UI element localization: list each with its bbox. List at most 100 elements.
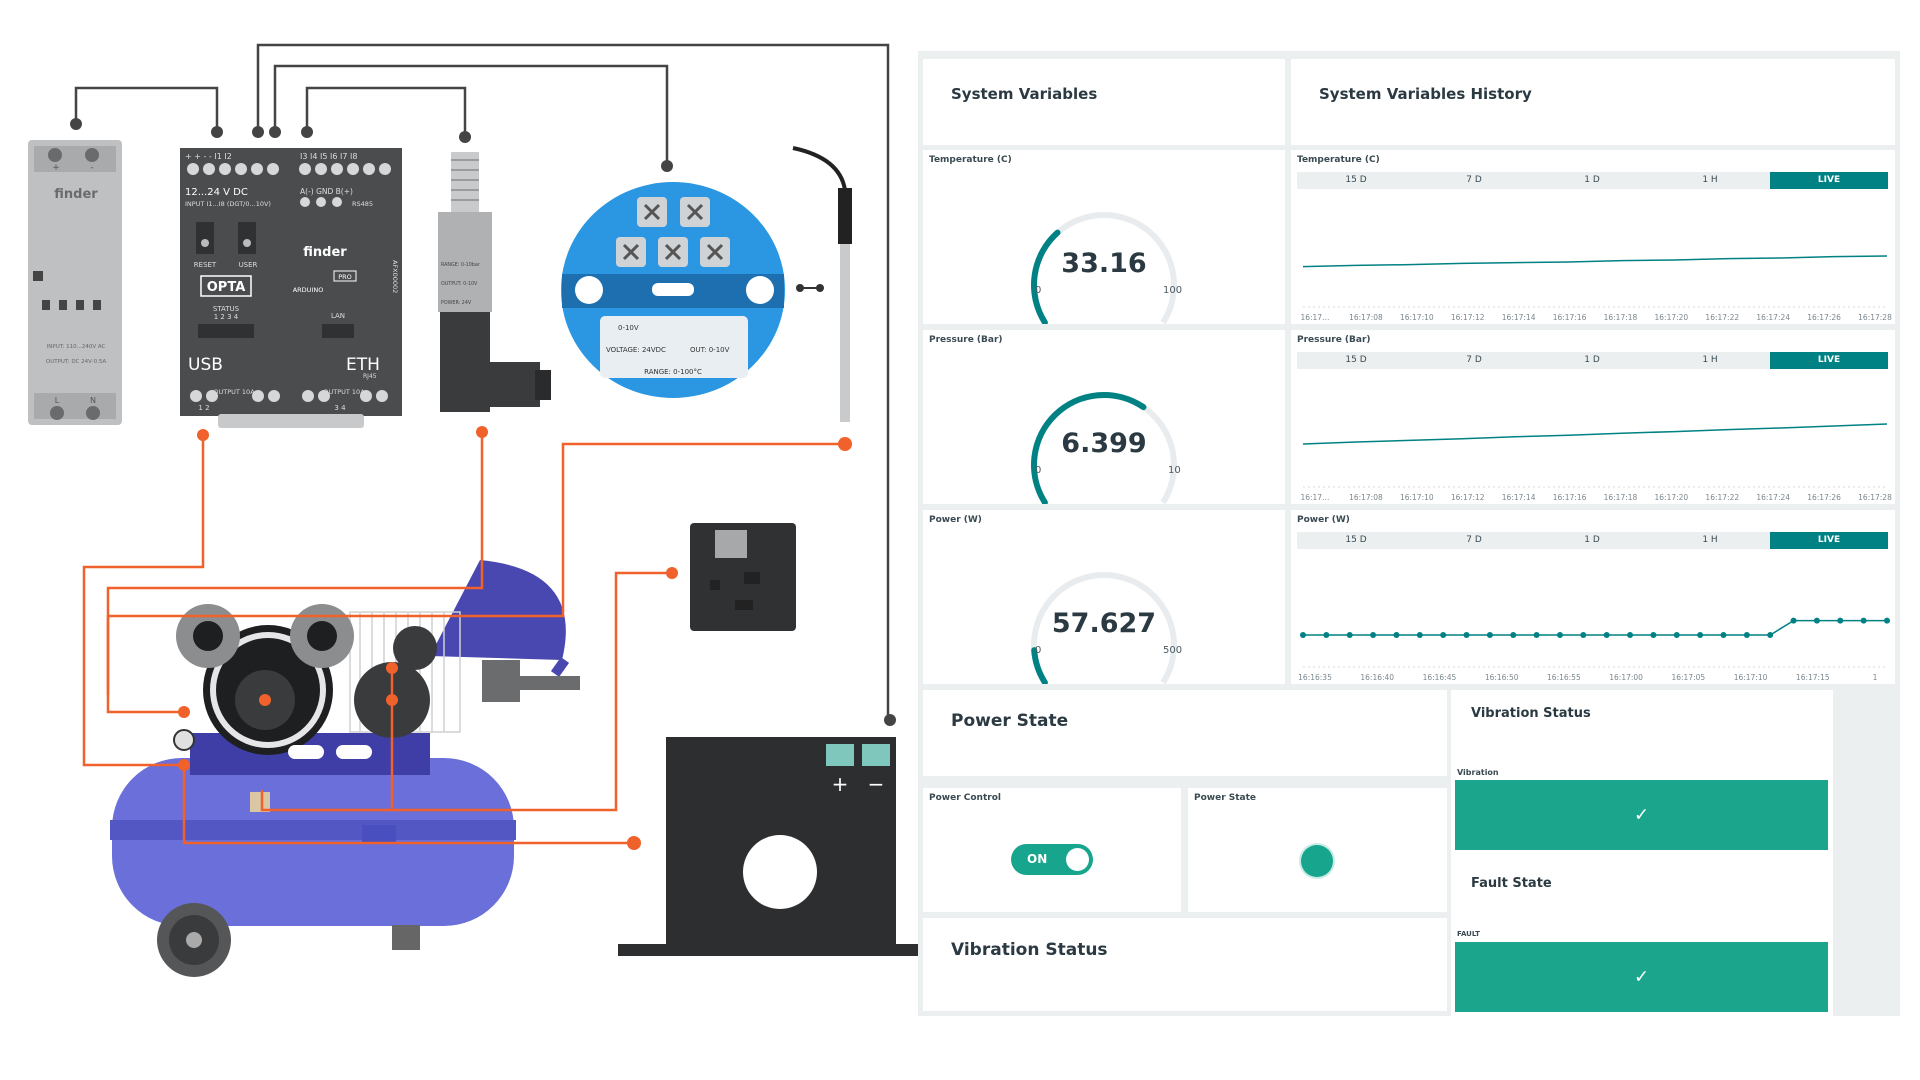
x-tick-label: 16:17:22 bbox=[1705, 493, 1739, 502]
power-chart-widget: Power (W) 15 D 7 D 1 D 1 H LIVE 16:16:35… bbox=[1291, 510, 1895, 684]
opta-terminals-left: + + - - I1 I2 bbox=[185, 152, 232, 161]
tab-15d[interactable]: 15 D bbox=[1345, 175, 1367, 185]
vibration-status-title: Vibration Status bbox=[1471, 706, 1591, 721]
x-tick-label: 16:17:28 bbox=[1858, 313, 1892, 322]
fault-label: FAULT bbox=[1457, 930, 1480, 938]
x-tick-label: 16:17:08 bbox=[1349, 493, 1383, 502]
data-point bbox=[1463, 632, 1470, 638]
vibration-label: Vibration bbox=[1457, 768, 1499, 777]
psu-brand: finder bbox=[54, 187, 98, 202]
tab-7d[interactable]: 7 D bbox=[1466, 535, 1482, 545]
x-tick-label: 16:16:50 bbox=[1485, 673, 1519, 682]
vibration-status-header-2: Vibration Status bbox=[923, 918, 1447, 1011]
x-tick-label: 16:17:20 bbox=[1655, 313, 1689, 322]
vibration-sensor-board bbox=[690, 523, 796, 631]
x-tick-label: 16:17:24 bbox=[1756, 493, 1790, 502]
opta-plc: + + - - I1 I2 I3 I4 I5 I6 I7 I8 12...24 … bbox=[180, 148, 402, 428]
vibration-status-title-2: Vibration Status bbox=[951, 940, 1108, 960]
series-line bbox=[1302, 255, 1888, 268]
wire-opta-compressor bbox=[82, 435, 205, 767]
power-chart-label: Power (W) bbox=[1297, 515, 1350, 525]
check-icon: ✓ bbox=[1633, 966, 1650, 988]
data-point bbox=[1416, 632, 1423, 638]
temperature-transmitter: 0-10V VOLTAGE: 24VDC OUT: 0-10V RANGE: 0… bbox=[561, 182, 785, 398]
gauge-fill bbox=[1031, 392, 1147, 504]
wire-psu-opta bbox=[74, 86, 219, 132]
opta-output-left: OUTPUT 10A bbox=[213, 388, 255, 396]
temperature-probe bbox=[792, 146, 852, 422]
pressure-chart-widget: Pressure (Bar) 15 D 7 D 1 D 1 H LIVE 16:… bbox=[1291, 330, 1895, 504]
fault-state-title: Fault State bbox=[1471, 876, 1552, 891]
history-title: System Variables History bbox=[1319, 85, 1532, 103]
tab-live[interactable]: LIVE bbox=[1770, 352, 1888, 369]
data-point bbox=[1673, 632, 1680, 638]
data-point bbox=[1580, 632, 1587, 638]
x-tick-label: 16:17:20 bbox=[1655, 493, 1689, 502]
x-tick-label: 16:17:24 bbox=[1756, 313, 1790, 322]
temperature-gauge-max: 100 bbox=[1163, 285, 1183, 296]
power-state-label: Power State bbox=[1194, 793, 1257, 803]
tab-1h[interactable]: 1 H bbox=[1702, 175, 1718, 185]
wire-opta-pressure bbox=[305, 86, 467, 135]
power-gauge-widget: Power (W) 57.627 0 500 bbox=[923, 510, 1285, 684]
wire-opta-current bbox=[256, 43, 890, 720]
data-point bbox=[1323, 632, 1330, 638]
pressure-range-tabs: 15 D 7 D 1 D 1 H LIVE bbox=[1297, 352, 1888, 369]
pressure-gauge-widget: Pressure (Bar) 6.399 0 10 bbox=[923, 330, 1285, 504]
power-gauge-min: 0 bbox=[1035, 645, 1042, 656]
series-line bbox=[1302, 423, 1888, 445]
x-tick-label: 16:17:26 bbox=[1807, 493, 1841, 502]
tab-15d[interactable]: 15 D bbox=[1345, 535, 1367, 545]
fault-widget: FAULT ✓ bbox=[1451, 925, 1833, 1063]
data-point bbox=[1627, 632, 1634, 638]
vibration-ok-indicator: ✓ bbox=[1455, 780, 1828, 850]
data-point bbox=[1743, 632, 1750, 638]
data-point bbox=[1767, 632, 1774, 638]
tab-15d[interactable]: 15 D bbox=[1345, 355, 1367, 365]
tab-1h[interactable]: 1 H bbox=[1702, 535, 1718, 545]
data-point bbox=[1393, 632, 1400, 638]
tab-live[interactable]: LIVE bbox=[1770, 532, 1888, 549]
power-gauge bbox=[1031, 572, 1177, 684]
opta-sub-brand: ARDUINO bbox=[293, 286, 324, 294]
tab-7d[interactable]: 7 D bbox=[1466, 175, 1482, 185]
data-point bbox=[1533, 632, 1540, 638]
tab-1d[interactable]: 1 D bbox=[1584, 355, 1600, 365]
opta-model: AFX00002 bbox=[391, 260, 399, 293]
power-range-tabs: 15 D 7 D 1 D 1 H LIVE bbox=[1297, 532, 1888, 549]
x-tick-label: 16:17:05 bbox=[1671, 673, 1705, 682]
fault-ok-indicator: ✓ bbox=[1455, 942, 1828, 1012]
psu-n: N bbox=[90, 396, 96, 405]
finder-power-supply: + - finder INPUT: 110...240V AC OUTPUT: … bbox=[28, 140, 122, 425]
data-point bbox=[1370, 632, 1377, 638]
power-toggle[interactable]: ON bbox=[1011, 844, 1093, 875]
power-gauge-max: 500 bbox=[1163, 645, 1183, 656]
tab-live[interactable]: LIVE bbox=[1770, 172, 1888, 189]
data-point bbox=[1440, 632, 1447, 638]
gauge-track bbox=[1031, 572, 1177, 684]
power-state-widget: Power State bbox=[1188, 788, 1447, 912]
x-tick-label: 16:17:12 bbox=[1451, 313, 1485, 322]
x-tick-label: 16:17:08 bbox=[1349, 313, 1383, 322]
tab-1d[interactable]: 1 D bbox=[1584, 175, 1600, 185]
pressure-range: RANGE: 0-10bar bbox=[441, 262, 480, 268]
x-tick-label: 16:16:45 bbox=[1423, 673, 1457, 682]
power-control-widget: Power Control ON bbox=[923, 788, 1181, 912]
tab-1d[interactable]: 1 D bbox=[1584, 535, 1600, 545]
psu-minus: - bbox=[90, 163, 93, 173]
psu-input: INPUT: 110...240V AC bbox=[47, 344, 106, 350]
opta-usb: USB bbox=[188, 355, 223, 375]
tab-1h[interactable]: 1 H bbox=[1702, 355, 1718, 365]
x-tick-label: 16:16:40 bbox=[1360, 673, 1394, 682]
system-variables-header: System Variables bbox=[923, 59, 1285, 145]
opta-name: OPTA bbox=[207, 280, 246, 295]
power-state-title: Power State bbox=[951, 711, 1069, 731]
temperature-gauge-min: 0 bbox=[1035, 285, 1042, 296]
psu-l: L bbox=[55, 396, 60, 405]
opta-supply: 12...24 V DC bbox=[185, 187, 248, 198]
x-tick-label: 16:17:22 bbox=[1705, 313, 1739, 322]
data-point bbox=[1813, 617, 1820, 624]
tab-7d[interactable]: 7 D bbox=[1466, 355, 1482, 365]
pressure-output: OUTPUT: 0-10V bbox=[441, 281, 478, 287]
